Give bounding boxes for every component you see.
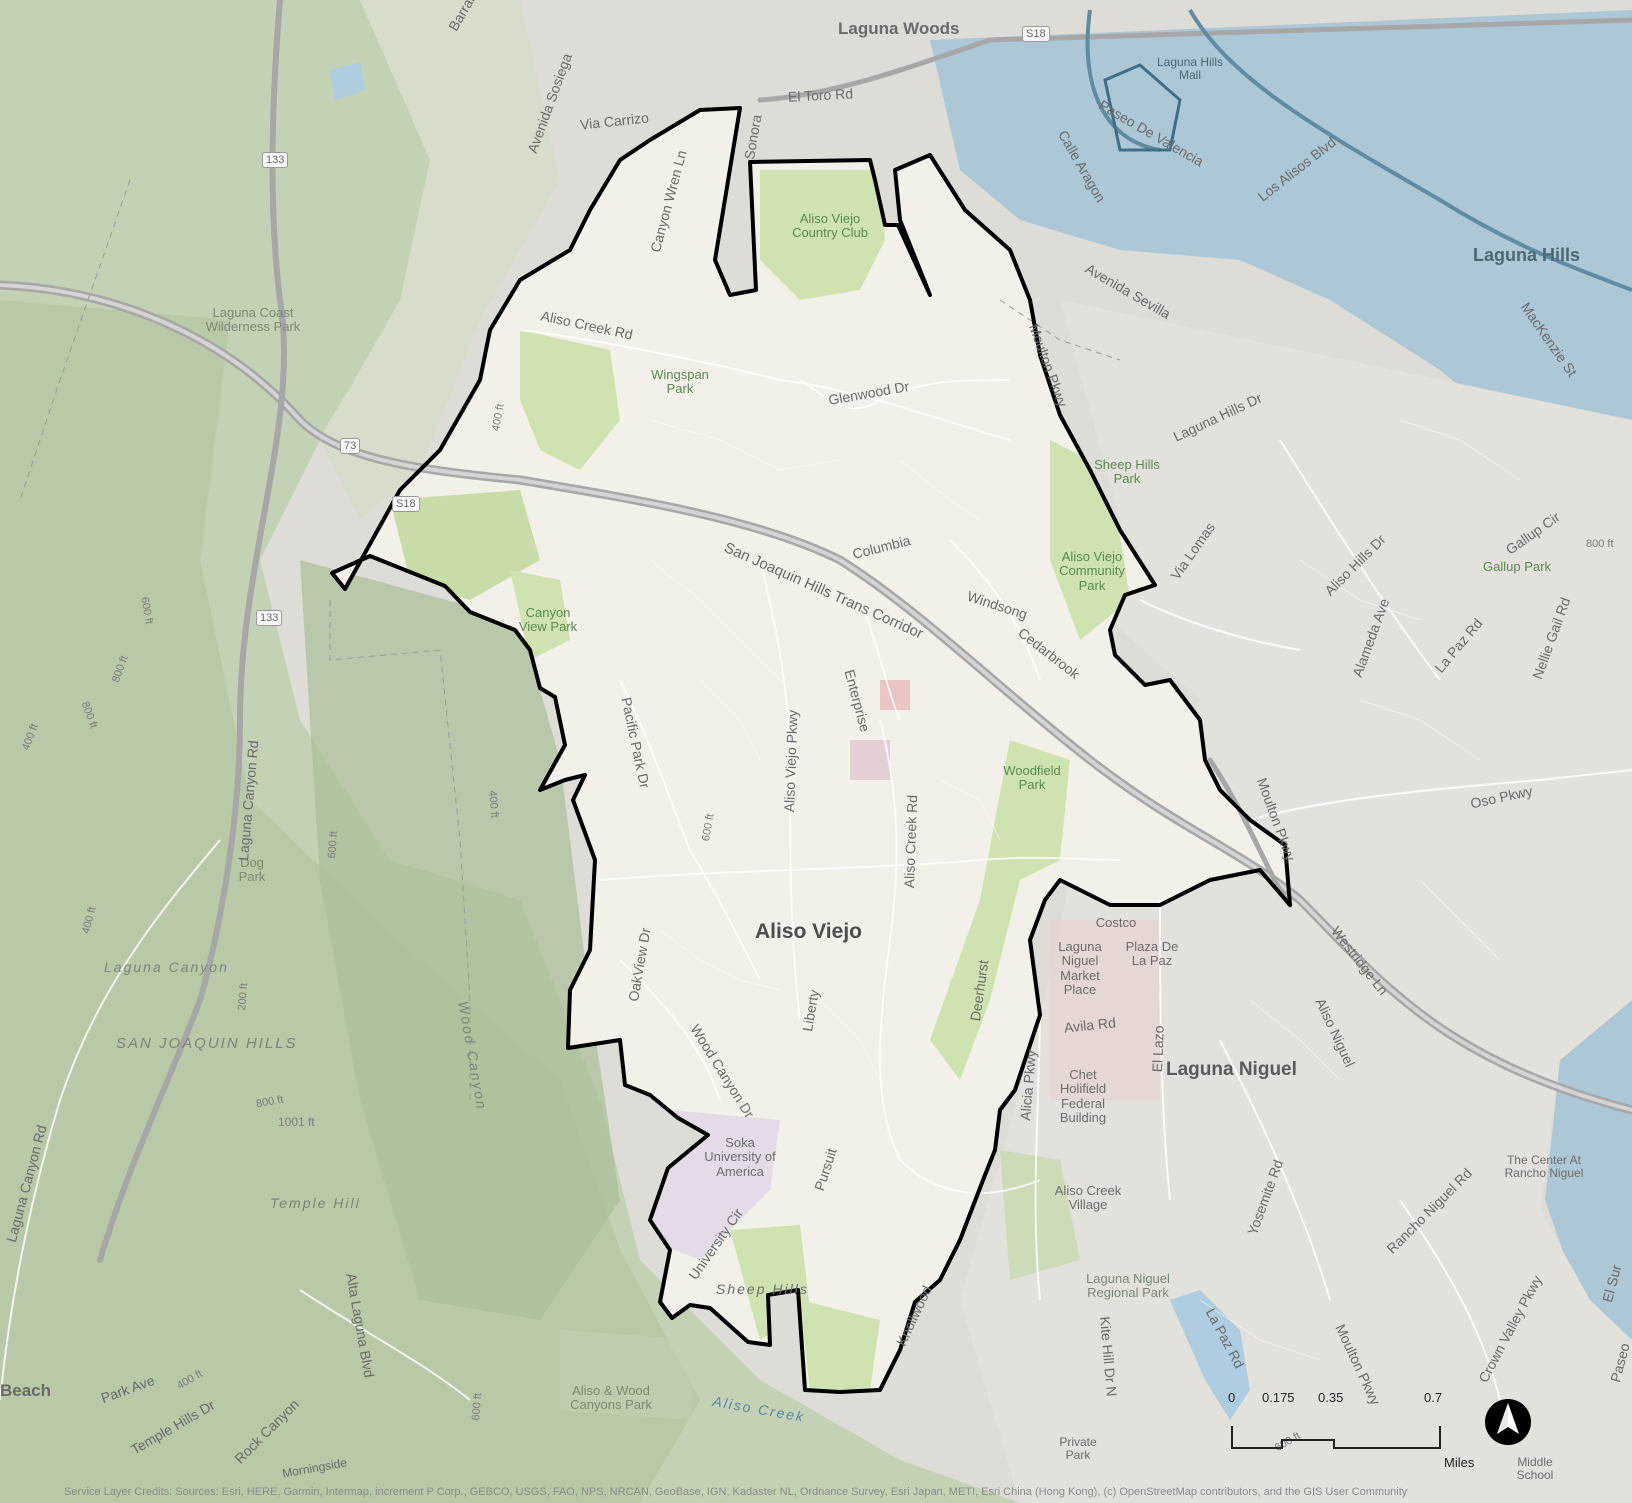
road-label-aliso-creek-rd-2: Aliso Creek Rd: [901, 794, 921, 889]
park-label-woodfield: Woodfield Park: [1003, 763, 1061, 793]
city-boundary: [330, 106, 1292, 1394]
park-label-aliso-wood: Aliso & Wood Canyons Park: [570, 1383, 652, 1413]
elevation-label: 400 ft: [486, 790, 501, 819]
scale-units: Miles: [1444, 1455, 1475, 1470]
poi-private-park: Private Park: [1059, 1435, 1097, 1463]
park-label-community-park: Aliso Viejo Community Park: [1059, 549, 1125, 593]
park-label-wingspan: Wingspan Park: [651, 367, 709, 397]
place-label-laguna-hills: Laguna Hills: [1473, 245, 1581, 265]
terrain-label-laguna-canyon: Laguna Canyon: [104, 959, 229, 975]
place-label-beach: Beach: [0, 1381, 52, 1400]
elevation-label: 1001 ft: [278, 1115, 315, 1129]
scale-tick-0175: 0.175: [1262, 1390, 1295, 1405]
park-label-gallup: Gallup Park: [1483, 559, 1551, 574]
service-layer-credits: Service Layer Credits: Sources: Esri, HE…: [64, 1486, 1408, 1498]
park-label-laguna-coast: Laguna Coast Wilderness Park: [205, 305, 301, 335]
city-label-aliso-viejo: Aliso Viejo: [755, 920, 862, 943]
poi-aliso-creek-village: Aliso Creek Village: [1054, 1183, 1122, 1213]
road-label-el-lazo: El Lazo: [1149, 1025, 1167, 1073]
terrain-label-sheep-hills: Sheep Hills: [716, 1281, 809, 1297]
scale-bar: 0 0.175 0.35 0.7 Miles: [1228, 1390, 1474, 1470]
poi-chet-holifield: Chet Holifield Federal Building: [1059, 1067, 1107, 1125]
place-label-laguna-woods: Laguna Woods: [838, 19, 960, 38]
scale-tick-07: 0.7: [1424, 1390, 1443, 1405]
north-arrow-icon: [1484, 1398, 1532, 1446]
poi-middle-school: Middle School: [1516, 1455, 1554, 1483]
elevation-label: 600 ft: [326, 830, 341, 860]
elevation-label: 600 ft: [470, 1392, 485, 1422]
poi-soka-university: Soka University of America: [704, 1135, 776, 1179]
poi-laguna-hills-mall: Laguna Hills Mall: [1156, 55, 1224, 83]
place-label-laguna-niguel: Laguna Niguel: [1166, 1059, 1297, 1080]
highway-shield-73: 73: [340, 438, 361, 455]
park-label-canyon-view: Canyon View Park: [518, 605, 578, 635]
highway-shield-133-south: 133: [256, 610, 283, 627]
poi-laguna-niguel-market-place: Laguna Niguel Market Place: [1058, 939, 1102, 997]
scale-bar-graphic: [1231, 1426, 1441, 1449]
park-label-sheep-hills: Sheep Hills Park: [1094, 457, 1160, 487]
park-label-regional-park: Laguna Niguel Regional Park: [1086, 1271, 1170, 1301]
scale-tick-035: 0.35: [1318, 1390, 1344, 1405]
park-label-dog-park: Dog Park: [238, 855, 266, 885]
highway-shield-133-north: 133: [262, 152, 289, 169]
poi-center-rancho-niguel: The Center At Rancho Niguel: [1504, 1153, 1584, 1181]
elevation-label: 200 ft: [236, 982, 251, 1012]
poi-plaza-de-la-paz: Plaza De La Paz: [1125, 939, 1179, 969]
poi-costco: Costco: [1095, 915, 1137, 930]
elevation-label: 800 ft: [1586, 538, 1614, 550]
terrain-label-san-joaquin-hills: SAN JOAQUIN HILLS: [116, 1035, 298, 1052]
park-label-country-club: Aliso Viejo Country Club: [792, 211, 868, 241]
terrain-label-temple-hill: Temple Hill: [270, 1195, 361, 1211]
highway-shield-s18-south: S18: [392, 496, 420, 513]
scale-tick-0: 0: [1228, 1390, 1236, 1405]
highway-shield-s18: S18: [1022, 26, 1050, 43]
